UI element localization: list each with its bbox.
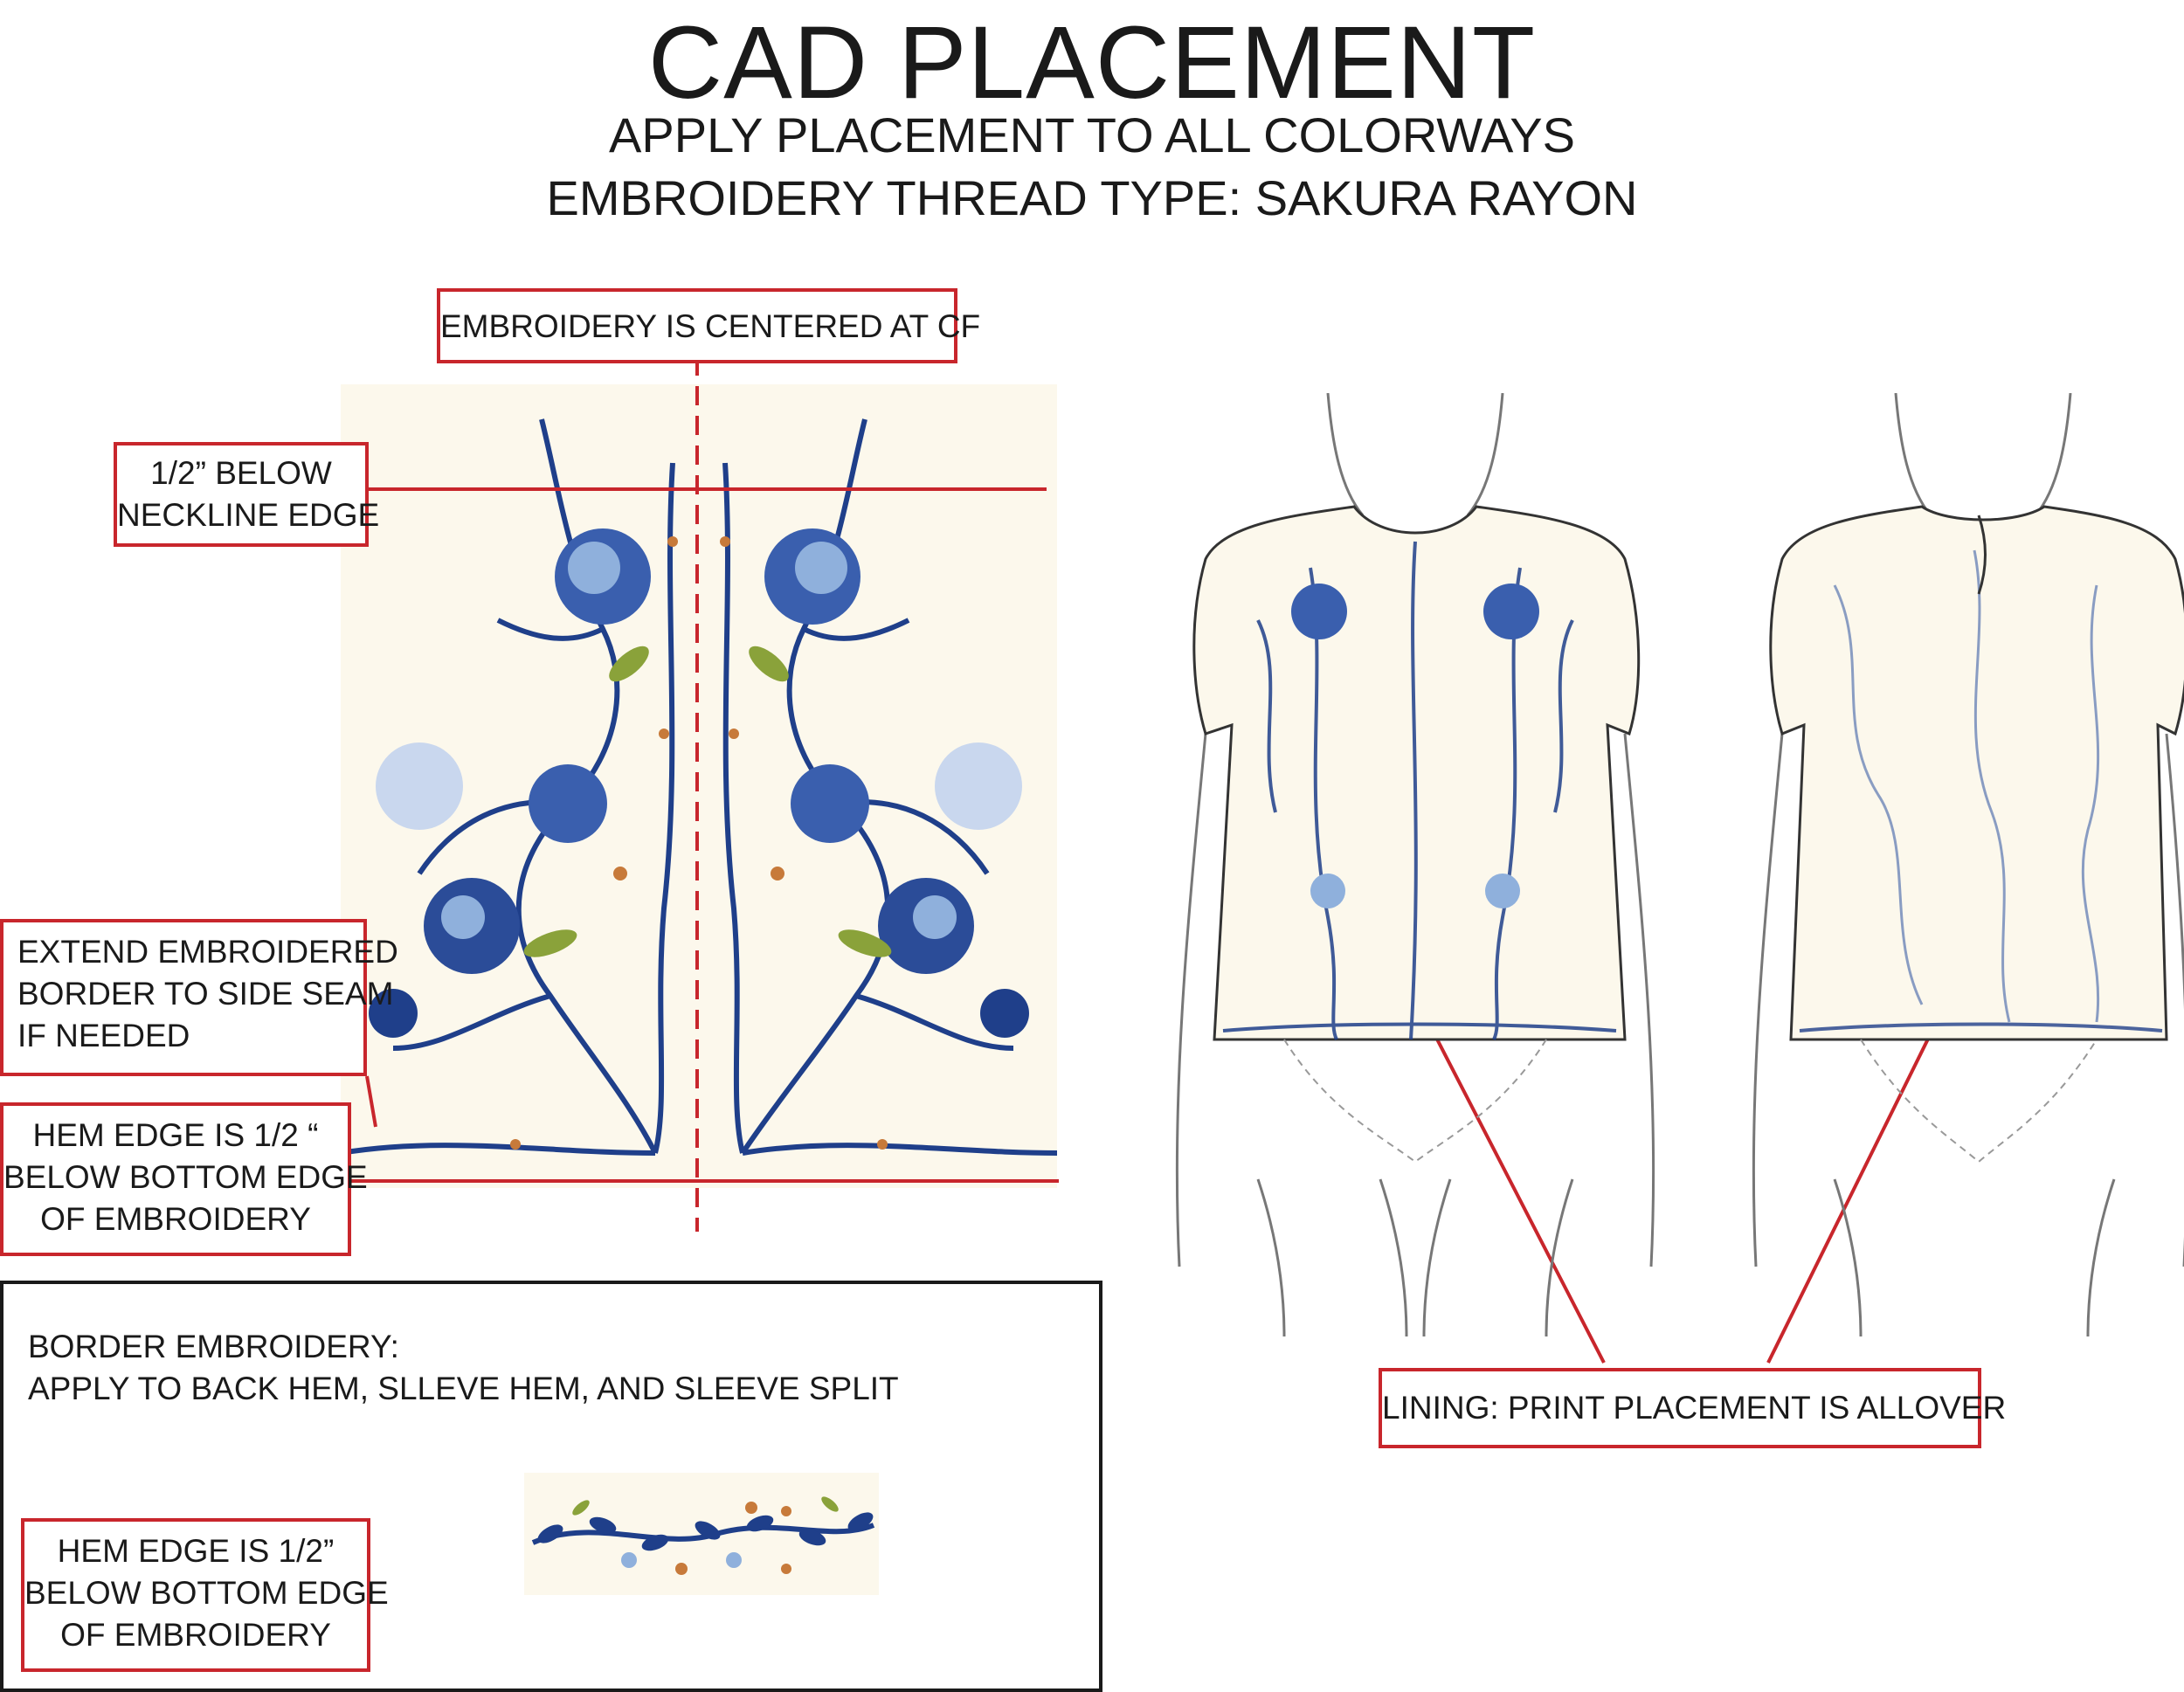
callout-neckline-line-1: 1/2” BELOW <box>150 455 332 491</box>
callout-neckline-line-2: NECKLINE EDGE <box>117 497 380 533</box>
callout-hem-line-1: HEM EDGE IS 1/2 “ <box>32 1117 319 1153</box>
border-embroidery-heading: BORDER EMBROIDERY: <box>28 1329 399 1364</box>
callout-centered-cf: EMBROIDERY IS CENTERED AT CF <box>437 288 981 363</box>
lining-pointer-front <box>1431 1030 1606 1364</box>
embroidery-flowers <box>369 528 1029 1038</box>
border-embroidery-instruction: APPLY TO BACK HEM, SLLEVE HEM, AND SLEEV… <box>28 1371 899 1406</box>
callout-centered-cf-text: EMBROIDERY IS CENTERED AT CF <box>440 308 981 344</box>
garment-front-sketch <box>1175 393 1655 1336</box>
callout-extend-line-1: EXTEND EMBROIDERED <box>17 934 398 970</box>
embroidery-leaves <box>523 646 892 957</box>
callout-extend-line-2: BORDER TO SIDE SEAM <box>17 976 394 1012</box>
callout-lining-text: LINING: PRINT PLACEMENT IS ALLOVER <box>1382 1390 2007 1426</box>
subtitle-colorways: APPLY PLACEMENT TO ALL COLORWAYS <box>609 107 1575 162</box>
callout-lining: LINING: PRINT PLACEMENT IS ALLOVER <box>1379 1368 2007 1448</box>
callout-border-hem-line-3: OF EMBROIDERY <box>60 1617 331 1653</box>
callout-extend-border: EXTEND EMBROIDERED BORDER TO SIDE SEAM I… <box>0 919 398 1076</box>
callout-hem-line-2: BELOW BOTTOM EDGE <box>3 1159 368 1195</box>
callout-border-hem-line-1: HEM EDGE IS 1/2” <box>57 1533 335 1569</box>
embroidery-buds <box>510 536 888 1150</box>
callout-border-hem-line-2: BELOW BOTTOM EDGE <box>24 1575 389 1611</box>
border-embroidery-swatch <box>524 1473 879 1595</box>
side-seam-pointer <box>365 1075 377 1128</box>
callout-border-hem-edge: HEM EDGE IS 1/2” BELOW BOTTOM EDGE OF EM… <box>21 1518 389 1672</box>
subtitle-thread-type: EMBROIDERY THREAD TYPE: SAKURA RAYON <box>546 170 1638 225</box>
page-title: CAD PLACEMENT <box>647 5 1537 121</box>
callout-extend-line-3: IF NEEDED <box>17 1018 190 1053</box>
garment-back-sketch <box>1752 393 2184 1336</box>
back-top-body <box>1769 505 2184 1041</box>
callout-hem-line-3: OF EMBROIDERY <box>40 1201 311 1237</box>
callout-neckline: 1/2” BELOW NECKLINE EDGE <box>114 442 380 547</box>
callout-hem-edge: HEM EDGE IS 1/2 “ BELOW BOTTOM EDGE OF E… <box>0 1102 368 1256</box>
